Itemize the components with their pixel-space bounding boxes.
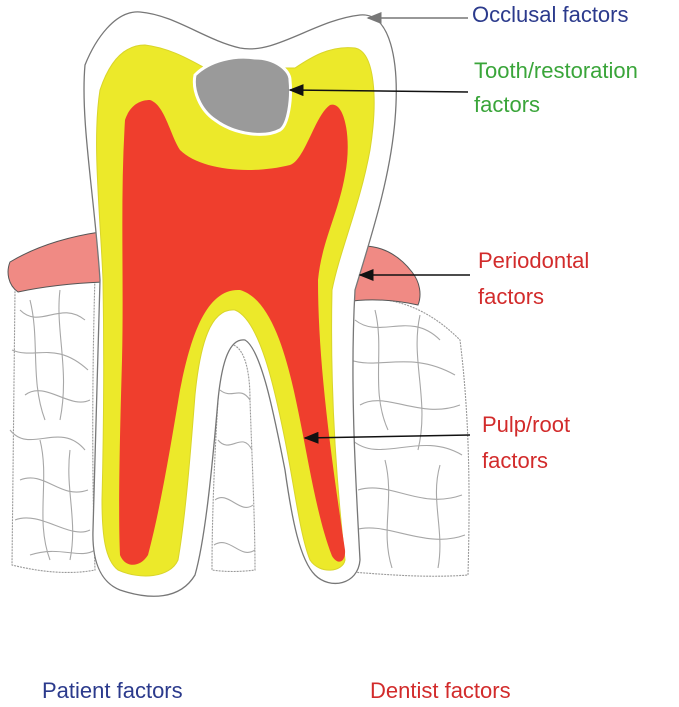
tooth-restoration-label-line2: factors — [474, 92, 540, 117]
dentist-factors-label: Dentist factors — [370, 678, 511, 703]
pulp-root-label-line1: Pulp/root — [482, 412, 570, 437]
occlusal-factors-label: Occlusal factors — [472, 2, 629, 27]
patient-factors-label: Patient factors — [42, 678, 183, 703]
restoration — [192, 55, 292, 136]
tooth-pointer — [288, 84, 469, 97]
periodontal-label-line1: Periodontal — [478, 248, 589, 273]
pulp-root-label-line2: factors — [482, 448, 548, 473]
periodontal-label-line2: factors — [478, 284, 544, 309]
alveolar-bone — [9, 271, 470, 577]
pulp-pointer — [303, 431, 471, 444]
pulp-chamber — [119, 100, 348, 565]
gingiva-left — [7, 231, 104, 293]
tooth-restoration-label-line1: Tooth/restoration — [474, 58, 638, 83]
